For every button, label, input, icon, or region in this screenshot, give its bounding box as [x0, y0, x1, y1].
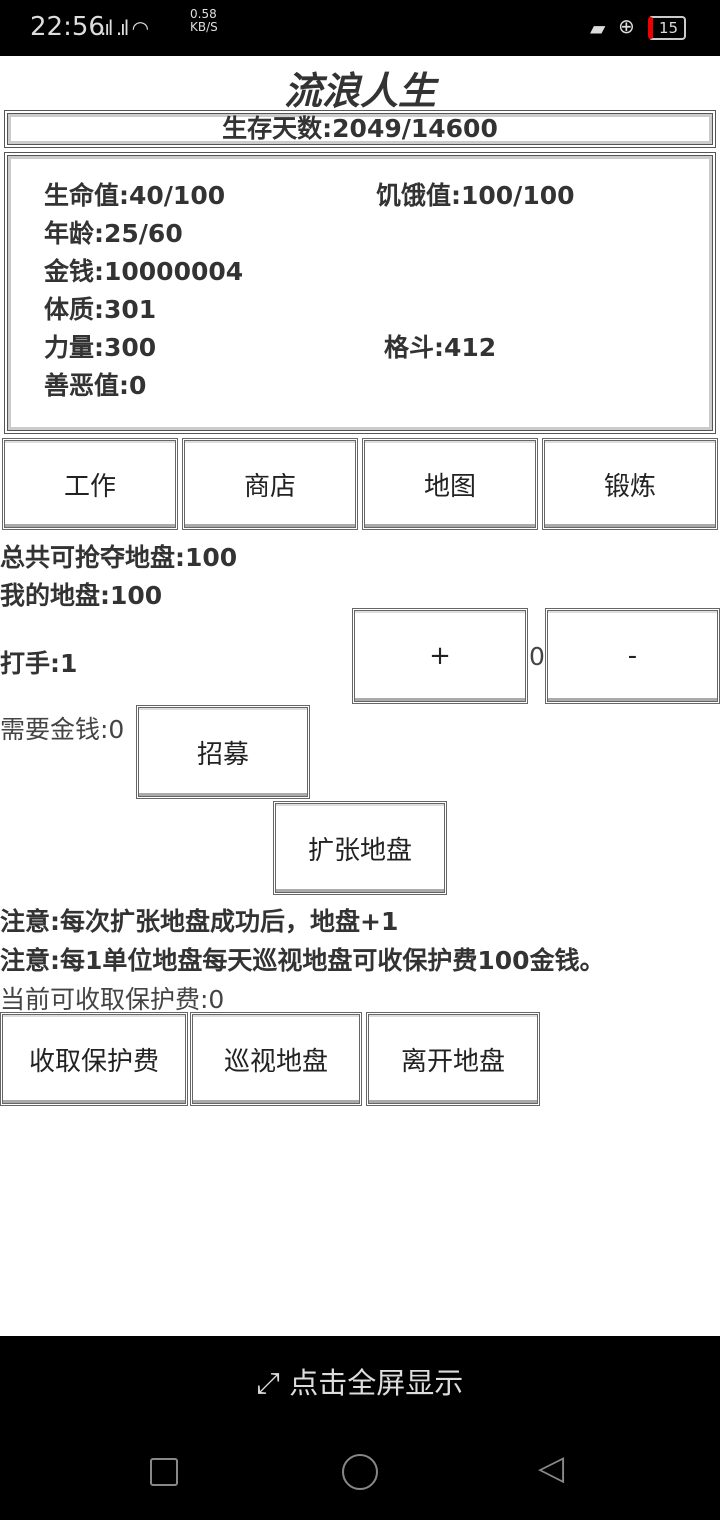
back-icon[interactable]: ◁ — [538, 1448, 565, 1488]
current-fee: 当前可收取保护费:0 — [0, 985, 225, 1014]
stat-age: 年龄:25/60 — [44, 219, 183, 248]
recruit-count: 0 — [529, 642, 545, 671]
stat-money: 金钱:10000004 — [44, 257, 244, 286]
signal-icon: .ıl .ıl ◠ — [100, 16, 149, 40]
stat-karma: 善恶值:0 — [44, 371, 147, 400]
expand-territory-button[interactable]: 扩张地盘 — [273, 801, 447, 895]
collect-fee-button[interactable]: 收取保护费 — [0, 1012, 188, 1106]
my-territory: 我的地盘:100 — [0, 581, 163, 610]
stat-fight: 格斗:412 — [384, 333, 497, 362]
rotation-lock-icon: ⊕ — [618, 14, 635, 38]
days-banner: 生存天数:2049/14600 — [4, 110, 716, 148]
note-expand: 注意:每次扩张地盘成功后，地盘+1 — [0, 907, 399, 936]
recents-icon[interactable] — [150, 1458, 178, 1486]
minus-button[interactable]: - — [545, 608, 720, 704]
stat-hp: 生命值:40/100 — [44, 181, 226, 210]
stats-panel: 生命值:40/100 饥饿值:100/100 年龄:25/60 金钱:10000… — [4, 152, 716, 434]
plus-button[interactable]: + — [352, 608, 528, 704]
days-text: 生存天数:2049/14600 — [222, 114, 498, 143]
thugs-count: 打手:1 — [0, 649, 78, 678]
fullscreen-button[interactable]: ⤢ 点击全屏显示 — [0, 1360, 720, 1402]
tab-work[interactable]: 工作 — [2, 438, 178, 530]
page-title: 流浪人生 — [283, 69, 436, 113]
expand-icon: ⤢ — [256, 1366, 290, 1400]
tab-map[interactable]: 地图 — [362, 438, 538, 530]
clock: 22:56 — [30, 12, 105, 42]
tab-train[interactable]: 锻炼 — [542, 438, 718, 530]
patrol-button[interactable]: 巡视地盘 — [190, 1012, 362, 1106]
recruit-cost: 需要金钱:0 — [0, 715, 125, 744]
notification-icon: ▰ — [590, 16, 606, 40]
stat-constitution: 体质:301 — [44, 295, 157, 324]
tab-shop[interactable]: 商店 — [182, 438, 358, 530]
battery-icon: 15 — [648, 16, 686, 40]
home-icon[interactable] — [342, 1454, 378, 1490]
stat-strength: 力量:300 — [44, 333, 157, 362]
total-territory: 总共可抢夺地盘:100 — [0, 543, 238, 572]
note-fee: 注意:每1单位地盘每天巡视地盘可收保护费100金钱。 — [0, 946, 605, 975]
fullscreen-label: 点击全屏显示 — [289, 1366, 464, 1400]
recruit-button[interactable]: 招募 — [136, 705, 310, 799]
leave-button[interactable]: 离开地盘 — [366, 1012, 540, 1106]
stat-hunger: 饥饿值:100/100 — [376, 181, 575, 210]
navigation-bar: ⤢ 点击全屏显示 ◁ — [0, 1336, 720, 1520]
